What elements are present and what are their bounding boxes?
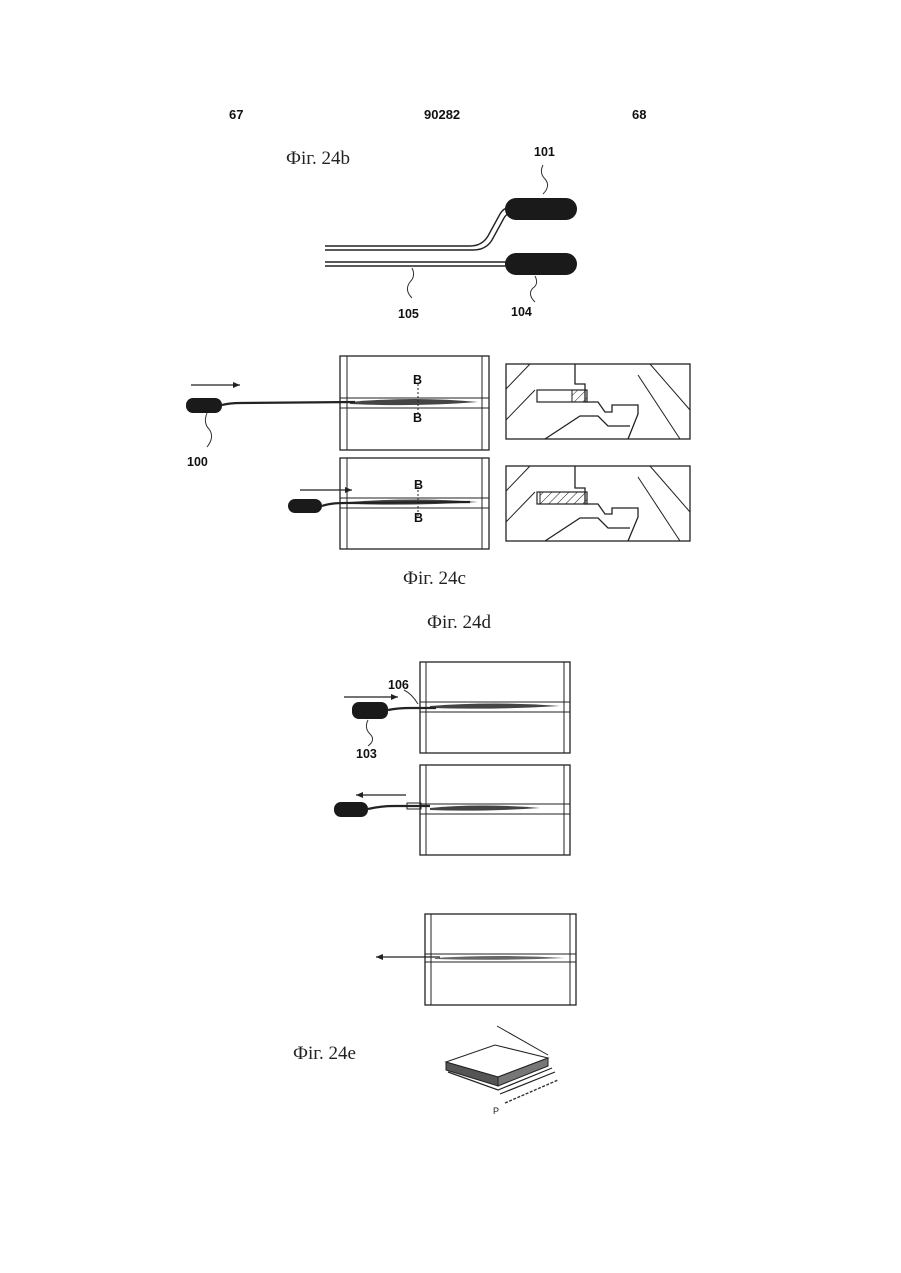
tool-icon-2 xyxy=(334,802,368,817)
ref-b-2: B xyxy=(413,411,422,425)
ref-105: 105 xyxy=(398,307,419,321)
ref-104: 104 xyxy=(511,305,532,319)
handle-104-icon xyxy=(505,253,577,275)
fig-24e-drawing: P xyxy=(446,1026,558,1116)
ref-101: 101 xyxy=(534,145,555,159)
handle-101-icon xyxy=(505,198,577,220)
fig-24b-drawing: 101 105 104 xyxy=(325,145,577,321)
ref-p: P xyxy=(493,1106,499,1116)
ref-b-3: B xyxy=(414,478,423,492)
ref-103: 103 xyxy=(356,747,377,761)
ref-b-1: B xyxy=(413,373,422,387)
tool-icon xyxy=(288,499,322,513)
tool-103-icon xyxy=(352,702,388,719)
ref-106: 106 xyxy=(388,678,409,692)
fig-24c-drawing: 100 B B B B xyxy=(186,356,690,549)
ref-b-4: B xyxy=(414,511,423,525)
fig-24d-drawing: 106 103 xyxy=(334,662,576,1005)
ref-100: 100 xyxy=(187,455,208,469)
tool-100-icon xyxy=(186,398,222,413)
